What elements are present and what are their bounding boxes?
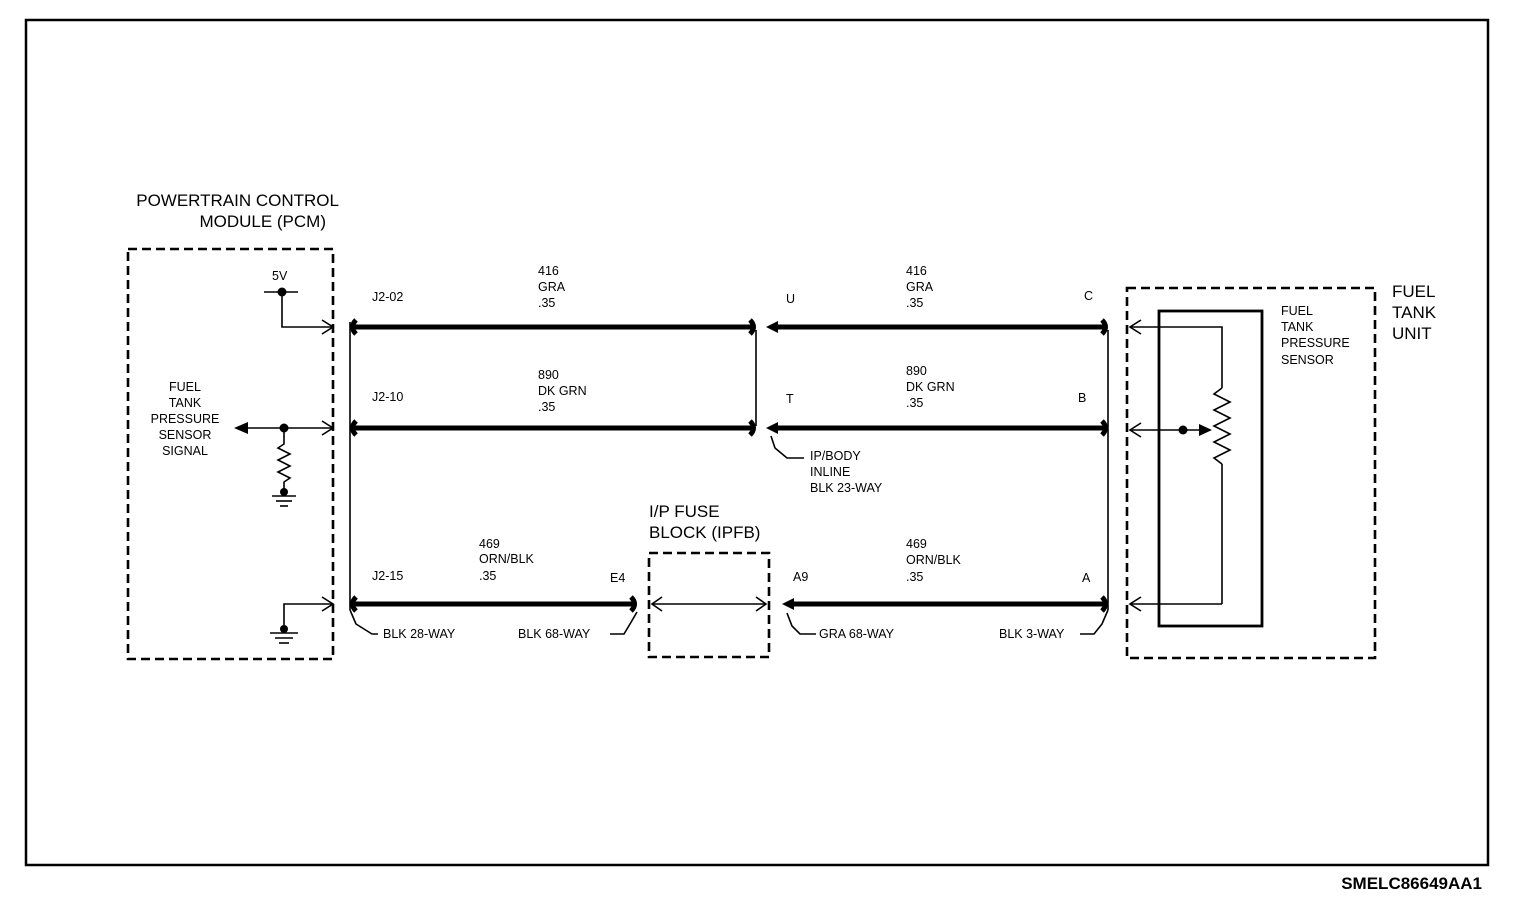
svg-text:416: 416 — [538, 264, 559, 278]
connector-label-tank: BLK 3-WAY — [999, 627, 1065, 641]
wire-416-right-label: 416 GRA .35 — [906, 264, 934, 310]
svg-text:PRESSURE: PRESSURE — [1281, 336, 1350, 350]
svg-text:FUEL: FUEL — [169, 380, 201, 394]
svg-text:890: 890 — [906, 364, 927, 378]
pin-a: A — [1082, 571, 1091, 585]
svg-text:.35: .35 — [906, 296, 923, 310]
svg-text:TANK: TANK — [169, 396, 202, 410]
svg-text:DK GRN: DK GRN — [538, 384, 587, 398]
connector-label-inline: IP/BODY INLINE BLK 23-WAY — [810, 449, 883, 495]
svg-text:469: 469 — [906, 537, 927, 551]
pcm-boundary — [126, 247, 335, 661]
svg-text:GRA: GRA — [538, 280, 566, 294]
svg-text:FUEL: FUEL — [1392, 282, 1435, 301]
svg-text:SENSOR: SENSOR — [1281, 353, 1334, 367]
connector-label-pcm: BLK 28-WAY — [383, 627, 456, 641]
sensor-body — [1157, 309, 1264, 628]
pcm-title-line1: POWERTRAIN CONTROL — [136, 191, 339, 210]
wire-469-right-label: 469 ORN/BLK .35 — [906, 537, 962, 584]
svg-text:.35: .35 — [538, 400, 555, 414]
svg-text:DK GRN: DK GRN — [906, 380, 955, 394]
wire-469-left-label: 469 ORN/BLK .35 — [479, 537, 535, 583]
pcm-signal-label: FUEL TANK PRESSURE SENSOR SIGNAL — [151, 380, 220, 458]
diagram-frame — [24, 18, 1490, 867]
svg-text:GRA: GRA — [906, 280, 934, 294]
svg-text:ORN/BLK: ORN/BLK — [906, 553, 962, 567]
svg-text:SENSOR: SENSOR — [159, 428, 212, 442]
ipfb-connectors — [610, 595, 816, 635]
pcm-connector — [349, 318, 378, 635]
ground-symbol — [270, 625, 298, 644]
wire-890-left-label: 890 DK GRN .35 — [538, 368, 587, 414]
svg-text:IP/BODY: IP/BODY — [810, 449, 861, 463]
pin-u: U — [786, 292, 795, 306]
sensor-label: FUEL TANK PRESSURE SENSOR — [1281, 304, 1350, 367]
fuel-tank-unit-boundary — [1125, 286, 1377, 660]
pin-b: B — [1078, 391, 1086, 405]
svg-text:INLINE: INLINE — [810, 465, 850, 479]
pcm-5v-label: 5V — [272, 269, 288, 283]
svg-text:ORN/BLK: ORN/BLK — [479, 552, 535, 566]
pin-e4: E4 — [610, 571, 625, 585]
svg-text:890: 890 — [538, 368, 559, 382]
ipfb-title-line1: I/P FUSE — [649, 502, 720, 521]
pin-j2-15: J2-15 — [372, 569, 403, 583]
pcm-title-line2: MODULE (PCM) — [199, 212, 326, 231]
svg-text:BLK 23-WAY: BLK 23-WAY — [810, 481, 883, 495]
tank-connector — [1080, 318, 1109, 635]
pull-down-resistor-symbol — [272, 428, 296, 507]
svg-text:.35: .35 — [479, 569, 496, 583]
ipfb-block: I/P FUSE BLOCK (IPFB) — [647, 502, 771, 659]
fuel-tank-unit: FUEL TANK UNIT FUEL TANK PRESSURE SENSOR — [1125, 282, 1437, 660]
wire-416-left-label: 416 GRA .35 — [538, 264, 566, 310]
connector-label-ipfb-out: GRA 68-WAY — [819, 627, 895, 641]
fuel-tank-unit-title: FUEL TANK UNIT — [1392, 282, 1437, 343]
wire-890-right-label: 890 DK GRN .35 — [906, 364, 955, 410]
svg-text:.35: .35 — [906, 570, 923, 584]
connector-label-ipfb-in: BLK 68-WAY — [518, 627, 591, 641]
pin-j2-02: J2-02 — [372, 290, 403, 304]
svg-text:469: 469 — [479, 537, 500, 551]
svg-text:UNIT: UNIT — [1392, 324, 1432, 343]
inline-connector — [748, 318, 804, 459]
figure-code: SMELC86649AA1 — [1341, 874, 1482, 893]
pcm-module: POWERTRAIN CONTROL MODULE (PCM) 5V FUEL … — [126, 191, 339, 661]
svg-text:.35: .35 — [906, 396, 923, 410]
pin-t: T — [786, 392, 794, 406]
pin-a9: A9 — [793, 570, 808, 584]
svg-text:SIGNAL: SIGNAL — [162, 444, 208, 458]
ipfb-title-line2: BLOCK (IPFB) — [649, 523, 760, 542]
pin-j2-10: J2-10 — [372, 390, 403, 404]
svg-text:TANK: TANK — [1392, 303, 1437, 322]
svg-text:PRESSURE: PRESSURE — [151, 412, 220, 426]
potentiometer-symbol — [1130, 387, 1232, 604]
svg-text:TANK: TANK — [1281, 320, 1314, 334]
ipfb-boundary — [647, 551, 771, 659]
svg-text:416: 416 — [906, 264, 927, 278]
svg-text:.35: .35 — [538, 296, 555, 310]
svg-text:FUEL: FUEL — [1281, 304, 1313, 318]
pin-c: C — [1084, 289, 1093, 303]
